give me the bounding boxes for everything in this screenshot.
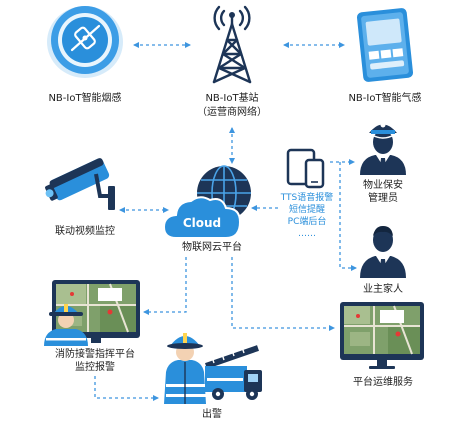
ops-service-label: 平台运维服务 [353, 377, 413, 388]
connector-command-to-dispatch [94, 376, 159, 401]
gas-sensor-label: NB-IoT智能气感 [348, 93, 422, 104]
security-admin-label-1: 物业保安 [363, 180, 403, 191]
fire-command-label-1: 消防接警指挥平台 [55, 349, 135, 360]
security-admin-label-2: 管理员 [368, 193, 398, 204]
cloud-platform-label: 物联网云平台 [182, 242, 242, 253]
fire-command-label-2: 监控报警 [75, 362, 115, 373]
gas-sensor-icon [356, 8, 414, 82]
mobile-devices-icon [286, 148, 325, 189]
base-station-label: NB-IoT基站 [205, 93, 259, 104]
notice-line-tts: TTS语音报警 [280, 193, 334, 203]
smoke-detector-icon [47, 6, 123, 78]
dispatch-label: 出警 [202, 409, 222, 420]
smoke-sensor-label: NB-IoT智能烟感 [48, 93, 122, 104]
cloud-badge-text: Cloud [183, 216, 221, 230]
fire-command-monitor-icon [52, 280, 140, 343]
cell-tower-icon [212, 5, 252, 84]
fire-operator-icon [44, 304, 88, 346]
notice-line-pc: PC端后台 [287, 217, 327, 227]
owner-family-label: 业主家人 [363, 284, 403, 295]
fire-truck-icon [205, 345, 262, 400]
security-camera-icon [45, 158, 115, 210]
connector-cloud-to-ops [231, 257, 335, 331]
firefighter-icon [164, 333, 206, 404]
notice-line-sms: 短信提醒 [288, 205, 325, 215]
base-station-sublabel: （运营商网络） [197, 107, 267, 118]
connector-notice-to-owner [339, 162, 357, 271]
connector-cloud-to-fire-command [143, 257, 187, 315]
security-guard-icon [360, 122, 406, 175]
cloud-platform-icon: Cloud [162, 165, 251, 239]
notice-line-more: …… [298, 229, 316, 239]
homeowner-icon [360, 226, 406, 278]
video-monitor-label: 联动视频监控 [55, 226, 115, 237]
ops-monitor-icon [340, 302, 424, 369]
